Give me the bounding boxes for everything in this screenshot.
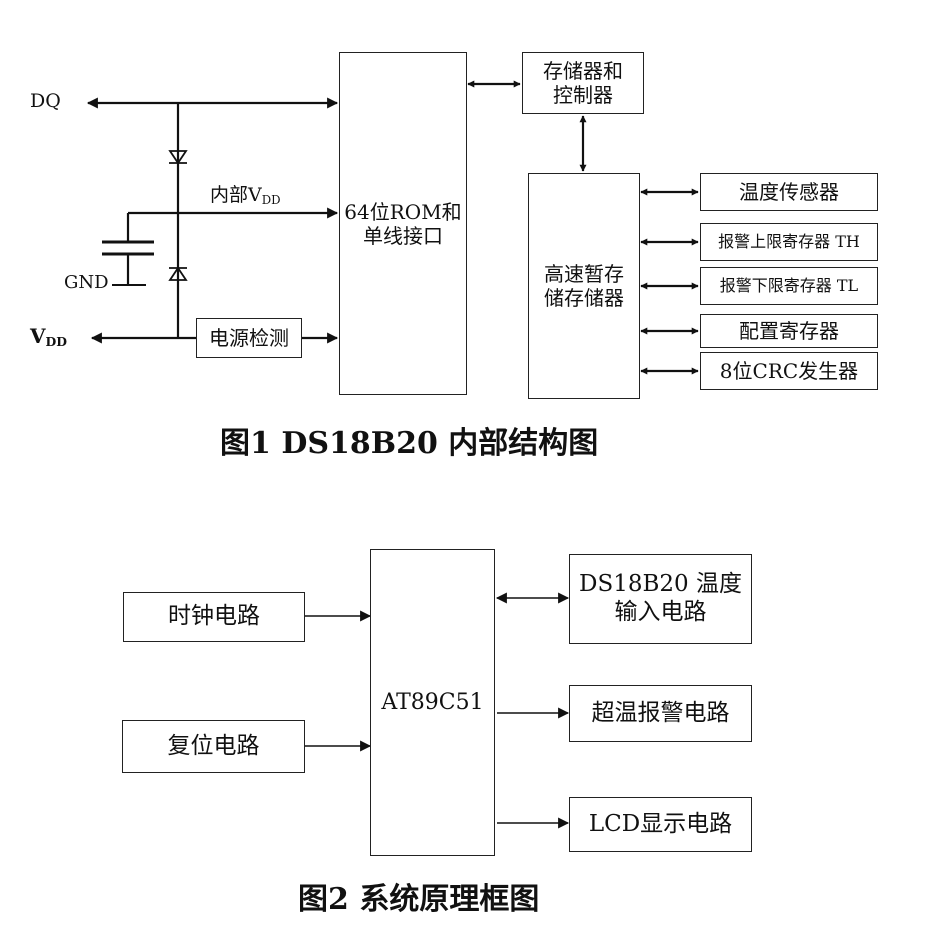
mcu-label: AT89C51 — [381, 690, 484, 715]
vdd-text: V — [30, 324, 46, 348]
inner-vdd-text: 内部V — [210, 184, 262, 206]
crc-generator-box: 8位CRC发生器 — [700, 352, 878, 390]
temp-input-box: DS18B20 温度 输入电路 — [569, 554, 752, 644]
scratchpad-box: 高速暂存 储存储器 — [528, 173, 640, 399]
inner-vdd-label: 内部VDD — [210, 180, 281, 207]
lcd-display-box: LCD显示电路 — [569, 797, 752, 852]
alarm-high-box: 报警上限寄存器 TH — [700, 223, 878, 261]
inner-vdd-subscript: DD — [261, 192, 281, 207]
vdd-label: VDD — [30, 324, 67, 349]
reset-circuit-box: 复位电路 — [122, 720, 305, 773]
power-detect-box: 电源检测 — [196, 318, 302, 358]
fig1-caption: 图1 DS18B20 内部结构图 — [220, 426, 599, 461]
gnd-label: GND — [64, 272, 109, 293]
diode-lower — [168, 266, 188, 281]
vdd-subscript: DD — [45, 334, 68, 350]
alarm-low-box: 报警下限寄存器 TL — [700, 267, 878, 305]
rom-interface-box: 64位ROM和 单线接口 — [339, 52, 467, 395]
dq-label: DQ — [30, 90, 61, 112]
memory-controller-box: 存储器和 控制器 — [522, 52, 644, 114]
diode-upper — [168, 150, 188, 165]
fig2-caption: 图2 系统原理框图 — [298, 882, 540, 917]
mcu-box: AT89C51 — [370, 549, 495, 856]
clock-circuit-box: 时钟电路 — [123, 592, 305, 642]
overtemp-alarm-box: 超温报警电路 — [569, 685, 752, 742]
config-register-box: 配置寄存器 — [700, 314, 878, 348]
temp-sensor-box: 温度传感器 — [700, 173, 878, 211]
